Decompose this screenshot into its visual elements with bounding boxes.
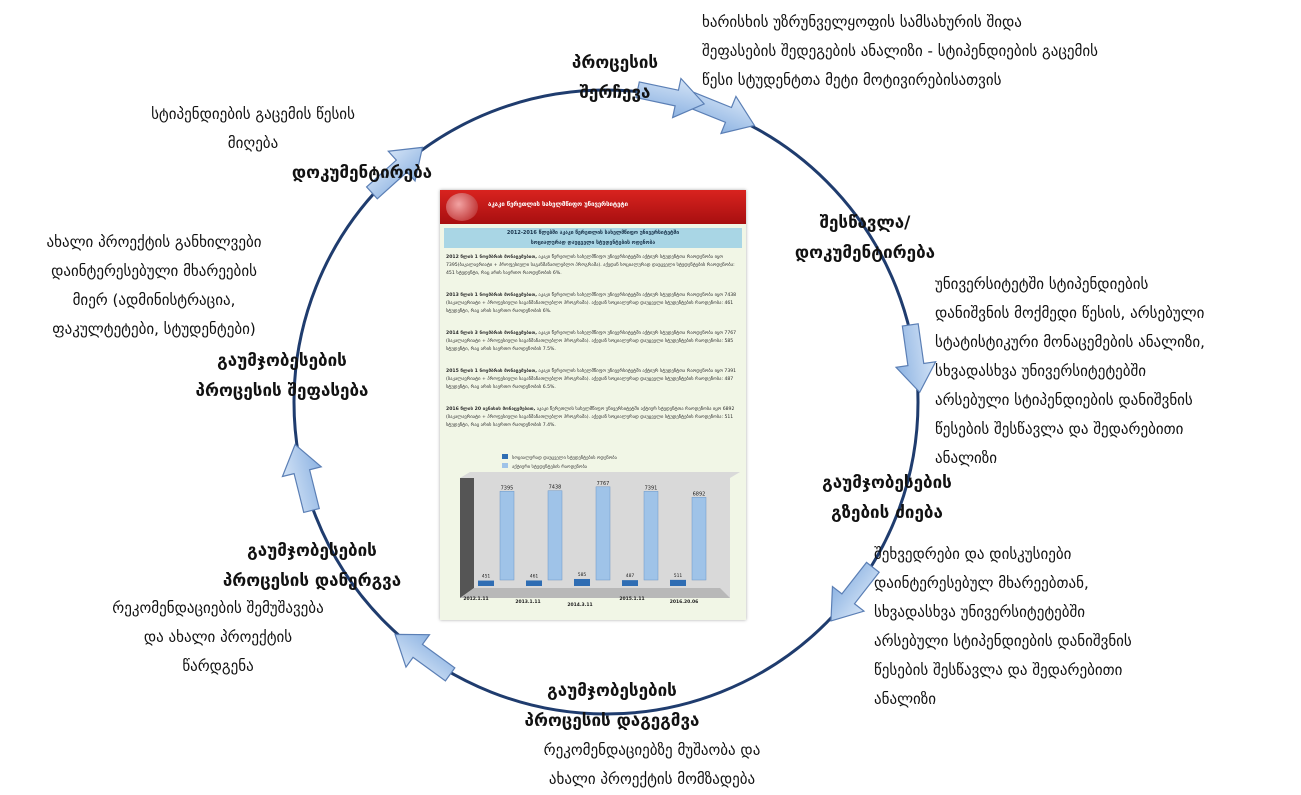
bar-value-label: 7391 — [645, 485, 658, 491]
category-label: 2016.20.06 — [670, 599, 698, 605]
bar-vulnerable-students — [574, 578, 590, 586]
description-top-right: ხარისხის უზრუნველყოფის სამსახურის შიდა შ… — [702, 13, 1098, 89]
bar-vulnerable-students — [478, 580, 494, 586]
chart-floor — [460, 588, 730, 598]
bar-active-students — [595, 486, 611, 581]
bar-value-label: 451 — [482, 574, 491, 580]
document-paragraph: 2016 წლის 20 ივნისის მონაცემებით, აკაკი … — [446, 407, 735, 428]
legend-swatch — [502, 463, 508, 468]
stage-study: შესწავლა/ დოკუმენტირება — [794, 213, 936, 263]
category-label: 2012.1.11 — [463, 596, 488, 602]
legend-swatch — [502, 454, 508, 459]
document-paragraph: 2012 წლის 1 ნოემბრის მონაცემებით, აკაკი … — [446, 255, 735, 276]
cycle-arrow-7 — [635, 77, 706, 119]
document-title: 2012-2016 წლებში აკაკი წერეთლის სახელმწი… — [444, 228, 742, 248]
bar-value-label: 585 — [578, 572, 587, 578]
bar-vulnerable-students — [526, 580, 542, 586]
description-evaluation: ახალი პროექტის განხილვები დაინტერესებული… — [46, 233, 262, 338]
report-document: აკაკი წერეთლის სახელმწიფო უნივერსიტეტი 2… — [440, 190, 746, 620]
cycle-arrow-5 — [281, 443, 323, 514]
bar-active-students — [643, 491, 659, 581]
document-paragraph: 2015 წლის 1 ნოემბრის მონაცემებით, აკაკი … — [446, 369, 737, 390]
bar-value-label: 511 — [674, 573, 683, 579]
description-implementation: რეკომენდაციების შემუშავება და ახალი პროე… — [112, 599, 324, 675]
description-study: უნივერსიტეტში სტიპენდიების დანიშვნის მოქ… — [935, 275, 1205, 467]
legend-label: აქტიური სტუდენტების რაოდენობა — [512, 463, 588, 470]
bar-vulnerable-students — [670, 579, 686, 586]
description-search: შეხვედრები და დისკუსიები დაინტერესებულ მ… — [874, 545, 1132, 708]
bar-value-label: 7438 — [549, 485, 562, 491]
cycle-arrow-4 — [394, 633, 456, 682]
stage-planning: გაუმჯობესების პროცესის დაგეგმვა — [524, 681, 700, 731]
category-label: 2015.1.11 — [619, 596, 644, 602]
cycle-arrow-2 — [894, 323, 937, 394]
bar-value-label: 487 — [626, 573, 635, 579]
bar-vulnerable-students — [622, 580, 638, 586]
bar-value-label: 6892 — [693, 491, 706, 497]
stage-search: გაუმჯობესების გზების ძიება — [822, 473, 952, 523]
bar-value-label: 7395 — [501, 485, 514, 491]
cycle-arrow-3 — [830, 561, 880, 622]
bar-active-students — [547, 490, 563, 581]
cycle-arrows — [281, 77, 937, 682]
stage-evaluation: გაუმჯობესების პროცესის შეფასება — [195, 351, 369, 401]
cycle-circle — [292, 88, 920, 716]
category-label: 2013.1.11 — [515, 599, 540, 605]
stage-selection: პროცესის შერჩევა — [571, 53, 659, 103]
category-label: 2014.3.11 — [567, 602, 592, 608]
student-bar-chart: სოციალურად დაუცველი სტუდენტების ოდენობა ა… — [460, 454, 740, 608]
stage-documentation: დოკუმენტირება — [291, 163, 433, 183]
bar-value-label: 461 — [530, 573, 539, 579]
bar-value-label: 7767 — [597, 481, 610, 487]
cycle-arrow-6 — [365, 146, 424, 200]
university-logo — [446, 193, 478, 221]
cycle-arrow-1 — [687, 91, 756, 135]
legend-label: სოციალურად დაუცველი სტუდენტების ოდენობა — [512, 454, 618, 461]
bar-active-students — [499, 491, 515, 581]
document-paragraph: 2013 წლის 1 ნოემბრის მონაცემებით, აკაკი … — [446, 293, 737, 314]
description-planning: რეკომენდაციებზე მუშაობა და ახალი პროექტი… — [543, 741, 761, 788]
description-documentation: სტიპენდიების გაცემის წესის მიღება — [151, 105, 355, 152]
document-header: აკაკი წერეთლის სახელმწიფო უნივერსიტეტი — [440, 190, 746, 224]
stage-implementation: გაუმჯობესების პროცესის დანერგვა — [222, 541, 402, 591]
document-paragraph: 2014 წლის 3 ნოემბრის მონაცემებით, აკაკი … — [446, 331, 737, 352]
document-header-text: აკაკი წერეთლის სახელმწიფო უნივერსიტეტი — [488, 201, 628, 208]
bar-active-students — [691, 497, 707, 581]
chart-side-wall — [460, 478, 474, 598]
